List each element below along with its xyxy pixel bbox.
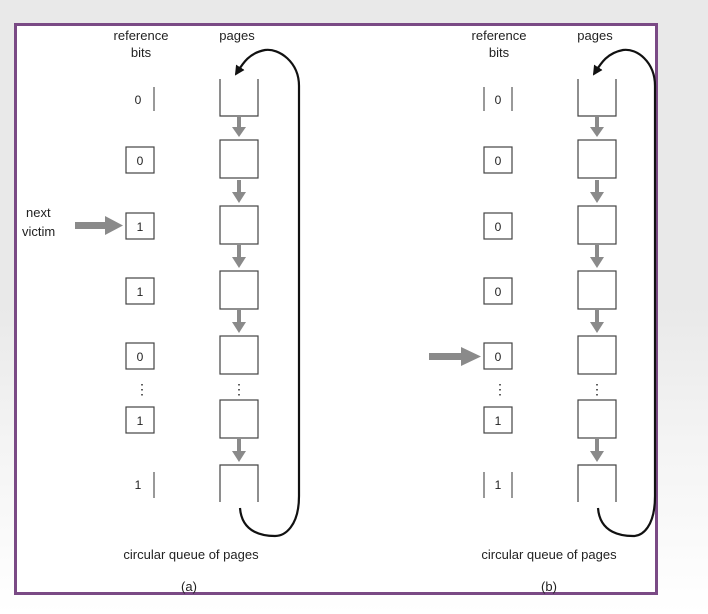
header-bits-a: bits: [131, 45, 152, 60]
page-frame: [577, 335, 617, 375]
header-reference-b: reference: [472, 28, 527, 43]
bit-cell: 0: [483, 146, 513, 174]
panel-a: reference bits pages 0 0 1 1 0 ⋮ 1 1 ⋮: [22, 28, 301, 594]
page-frame: [219, 139, 259, 179]
bit-cell: 0: [125, 342, 155, 370]
pointer-label-victim: victim: [22, 224, 55, 239]
pointer-label-next: next: [26, 205, 51, 220]
svg-text:1: 1: [495, 414, 502, 428]
svg-text:1: 1: [137, 285, 144, 299]
page-frame: [219, 335, 259, 375]
panel-b: reference bits pages 0 0 0 0 0 ⋮ 1 1 ⋮: [429, 28, 657, 594]
header-reference-a: reference: [114, 28, 169, 43]
bit-cell: 0: [483, 87, 513, 111]
bit-cell: 0: [125, 146, 155, 174]
bit-cell: 1: [125, 406, 155, 434]
ellipsis-bits-a: ⋮: [135, 381, 149, 397]
bit-cell: 1: [483, 406, 513, 434]
page-frame: [577, 205, 617, 245]
header-pages-a: pages: [219, 28, 255, 43]
page-frame: [219, 79, 259, 117]
slide-frame: reference bits pages 0 0 1 1 0 ⋮ 1 1 ⋮: [14, 23, 658, 595]
svg-text:0: 0: [495, 154, 502, 168]
svg-text:0: 0: [135, 93, 142, 107]
page-frame: [577, 464, 617, 502]
header-pages-b: pages: [577, 28, 613, 43]
svg-text:1: 1: [137, 220, 144, 234]
page-frame: [219, 399, 259, 439]
page-frame: [577, 79, 617, 117]
bit-cell: 1: [135, 472, 155, 498]
bit-cell: 0: [483, 277, 513, 305]
down-arrow-icon: [590, 117, 604, 462]
page-frame: [577, 399, 617, 439]
svg-text:0: 0: [137, 154, 144, 168]
svg-text:0: 0: [495, 285, 502, 299]
bit-cell: 1: [483, 472, 513, 498]
victim-pointer-arrow: [429, 347, 481, 366]
svg-text:0: 0: [495, 93, 502, 107]
clock-algorithm-diagram: reference bits pages 0 0 1 1 0 ⋮ 1 1 ⋮: [22, 28, 657, 594]
bit-cell: 0: [483, 342, 513, 370]
ellipsis-bits-b: ⋮: [493, 381, 507, 397]
svg-text:0: 0: [495, 220, 502, 234]
ellipsis-pages-b: ⋮: [590, 381, 604, 397]
svg-text:1: 1: [495, 478, 502, 492]
page-frame: [577, 270, 617, 310]
svg-text:1: 1: [135, 478, 142, 492]
ellipsis-pages-a: ⋮: [232, 381, 246, 397]
victim-pointer-arrow: [75, 216, 123, 235]
page-frame: [219, 464, 259, 502]
caption-a: circular queue of pages: [123, 547, 259, 562]
bit-cell: 0: [483, 212, 513, 240]
svg-text:0: 0: [137, 350, 144, 364]
page-frame: [219, 270, 259, 310]
page-frame: [577, 139, 617, 179]
circular-arrow: [592, 48, 657, 538]
svg-text:0: 0: [495, 350, 502, 364]
sublabel-b: (b): [541, 579, 557, 594]
bit-cell: 0: [135, 87, 155, 111]
bit-cell: 1: [125, 212, 155, 240]
page-frame: [219, 205, 259, 245]
header-bits-b: bits: [489, 45, 510, 60]
bit-cell: 1: [125, 277, 155, 305]
svg-text:1: 1: [137, 414, 144, 428]
circular-arrow: [234, 48, 301, 538]
sublabel-a: (a): [181, 579, 197, 594]
down-arrow-icon: [232, 117, 246, 462]
caption-b: circular queue of pages: [481, 547, 617, 562]
